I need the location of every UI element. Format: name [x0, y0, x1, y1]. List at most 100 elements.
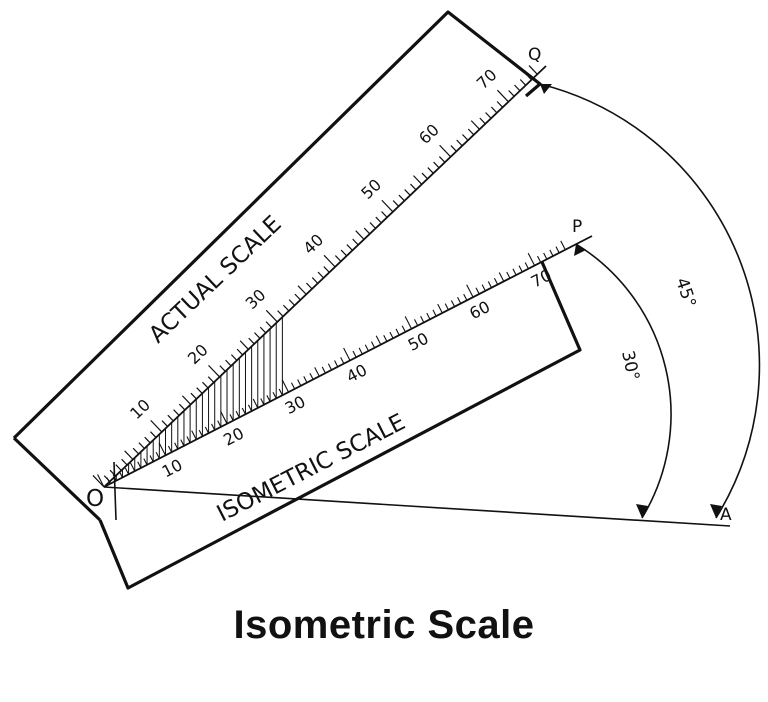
- isometric-tick: [383, 334, 388, 342]
- base-line: [103, 486, 731, 527]
- angle-30-label: 30°: [617, 349, 643, 383]
- actual-tick: [528, 65, 538, 75]
- isometric-tick: [343, 347, 351, 361]
- actual-tick-label: 60: [415, 120, 443, 148]
- actual-tick: [496, 89, 509, 103]
- actual-tick: [363, 227, 371, 235]
- isometric-tick: [297, 379, 302, 387]
- actual-tick-label: 50: [357, 175, 385, 203]
- actual-tick: [265, 321, 272, 328]
- isometric-tick-label: 30: [282, 392, 309, 418]
- actual-tick: [121, 458, 128, 466]
- actual-tick: [92, 475, 105, 488]
- isometric-tick: [401, 325, 406, 333]
- isometric-scale-ticks: [97, 240, 566, 488]
- isometric-tick: [229, 414, 234, 421]
- isometric-tick: [149, 455, 154, 462]
- actual-tick: [144, 436, 151, 444]
- actual-tick: [421, 172, 428, 180]
- isometric-tick: [475, 287, 480, 295]
- isometric-tick: [158, 442, 166, 456]
- isometric-tick: [124, 467, 130, 475]
- actual-tick: [277, 310, 284, 317]
- actual-tick: [150, 431, 157, 438]
- isometric-tick: [129, 462, 136, 472]
- isometric-tick: [444, 303, 449, 311]
- actual-tick: [519, 79, 527, 86]
- actual-tick: [346, 244, 353, 251]
- actual-tick: [433, 161, 440, 169]
- actual-tick: [208, 364, 220, 378]
- actual-tick: [150, 419, 163, 433]
- origin-stub: [113, 461, 117, 521]
- isometric-tick: [512, 268, 517, 276]
- isometric-tick: [266, 395, 271, 402]
- actual-tick: [297, 285, 307, 295]
- actual-tick: [438, 156, 446, 163]
- actual-tick: [236, 348, 244, 356]
- actual-tick: [467, 128, 475, 136]
- actual-tick: [381, 199, 394, 213]
- isometric-tick: [217, 420, 222, 428]
- isometric-tick: [543, 252, 548, 260]
- isometric-tick: [527, 252, 536, 266]
- isometric-tick: [334, 360, 339, 368]
- actual-tick: [230, 354, 238, 361]
- actual-tick: [413, 175, 423, 185]
- isometric-tick: [466, 284, 474, 298]
- isometric-tick: [498, 272, 505, 282]
- arrowhead-p: [574, 244, 586, 256]
- actual-tick: [239, 340, 249, 350]
- actual-tick: [294, 293, 301, 301]
- actual-tick: [410, 183, 417, 191]
- isometric-tick: [437, 303, 443, 314]
- isometric-tick: [247, 404, 253, 412]
- actual-tick: [306, 282, 313, 290]
- isometric-tick: [143, 458, 148, 466]
- arc-45: [539, 83, 761, 519]
- actual-tick: [514, 84, 521, 92]
- isometric-tick: [220, 411, 228, 424]
- isometric-tick: [118, 471, 123, 478]
- actual-tick: [427, 167, 434, 174]
- actual-tick: [456, 139, 463, 147]
- actual-tick: [496, 101, 504, 108]
- point-a-label: A: [720, 505, 732, 525]
- actual-tick: [161, 420, 168, 427]
- isometric-tick: [321, 366, 326, 374]
- isometric-tick: [290, 382, 296, 390]
- isometric-tick: [167, 445, 173, 453]
- figure-caption: Isometric Scale: [233, 603, 535, 647]
- actual-tick: [132, 447, 140, 455]
- actual-tick: [124, 450, 134, 460]
- isometric-tick: [370, 341, 376, 349]
- isometric-tick: [235, 410, 240, 418]
- actual-tick: [178, 403, 186, 411]
- actual-tick: [462, 134, 469, 141]
- actual-tick: [340, 249, 348, 257]
- actual-tick: [404, 189, 411, 196]
- isometric-tick-label: 10: [159, 455, 186, 481]
- isometric-tick: [549, 249, 554, 257]
- isometric-tick: [186, 436, 191, 443]
- isometric-tick: [191, 430, 197, 440]
- actual-tick: [334, 255, 342, 262]
- actual-tick: [470, 120, 480, 130]
- isometric-tick: [518, 265, 523, 273]
- isometric-tick: [481, 284, 486, 292]
- actual-tick: [352, 238, 359, 246]
- isometric-tick: [506, 271, 511, 279]
- actual-tick: [202, 381, 209, 389]
- isometric-tick: [450, 300, 456, 307]
- actual-tick: [181, 395, 192, 405]
- isometric-tick: [389, 331, 394, 339]
- actual-tick: [392, 200, 400, 207]
- isometric-tick: [560, 240, 566, 250]
- isometric-tick: [97, 474, 105, 488]
- isometric-tick: [314, 367, 320, 377]
- actual-tick: [225, 359, 232, 367]
- point-o-label: O: [86, 486, 104, 512]
- isometric-tick: [340, 357, 345, 364]
- actual-tick: [190, 392, 197, 400]
